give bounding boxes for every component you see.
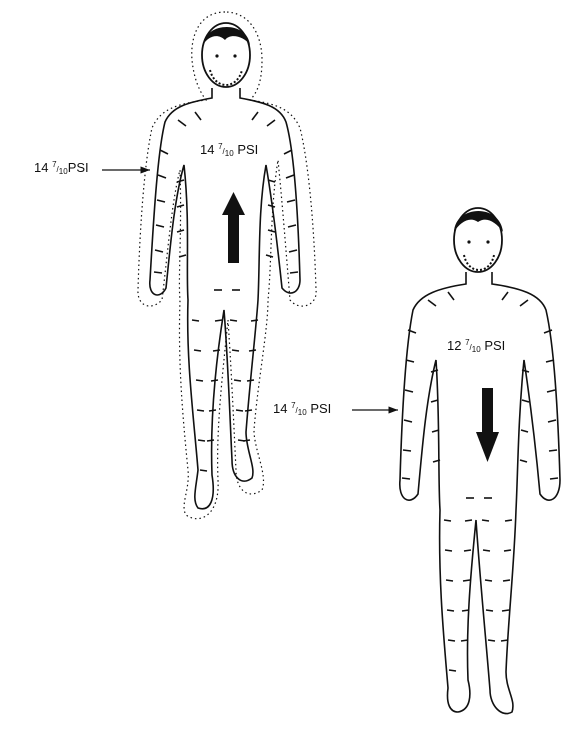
figure-a — [102, 12, 316, 519]
figure-a-outer-halo — [138, 12, 316, 519]
figure-b-inside-pressure-label: 12 7/10 PSI — [447, 338, 505, 353]
figure-a-net-flow-arrow — [222, 192, 245, 263]
figure-b — [352, 208, 560, 714]
figure-b-net-flow-arrow — [476, 388, 499, 462]
figure-b-head — [454, 208, 503, 272]
figure-a-outside-pressure-label: 14 7/10PSI — [34, 160, 89, 175]
figure-a-pressure-marks — [154, 112, 298, 471]
figure-a-inside-pressure-label: 14 7/10 PSI — [200, 142, 258, 157]
figure-b-outside-pressure-label: 14 7/10 PSI — [273, 401, 331, 416]
figure-a-head — [202, 23, 250, 87]
